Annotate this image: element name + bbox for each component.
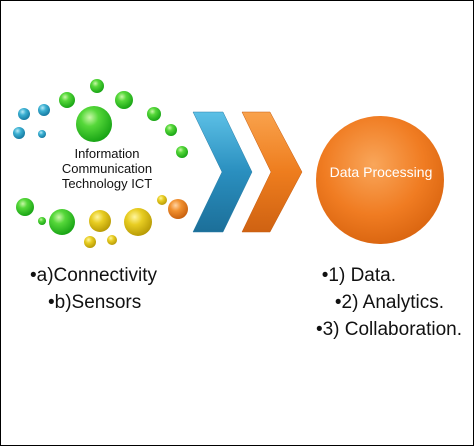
processing-bullet-list: •1) Data. •2) Analytics. •3) Collaborati… [316,262,462,343]
ict-bullet-item: •b)Sensors [48,292,142,313]
ict-label-line: Information [74,146,140,161]
processing-bullet-item: •1) Data. [321,265,396,286]
bubble-yellow-large [124,208,152,236]
data-processing-label: Data Processing [329,164,433,180]
ict-label: Information Communication Technology ICT [48,146,166,191]
bubble-green-large [76,106,112,142]
ict-bullet-list: •a)Connectivity •b)Sensors [30,262,157,316]
bubble-green [165,124,177,136]
bubble-yellow [84,236,96,248]
ict-label-line: Communication [61,161,153,176]
processing-bullet-item: •3) Collaboration. [315,319,462,340]
bubble-orange [168,199,188,219]
bubble-yellow [89,210,111,232]
bubble-teal [38,130,46,138]
bubble-teal [38,104,50,116]
bubble-green-large [49,209,75,235]
chevron-arrow-orange [241,111,303,233]
chevron-arrow-blue [192,111,253,233]
bubble-yellow [107,235,117,245]
ict-label-line: Technology ICT [61,176,153,191]
bubble-green [147,107,161,121]
data-processing-circle [316,116,444,244]
ict-bubble-ring [13,79,188,248]
bubble-green [90,79,104,93]
bubble-teal [18,108,30,120]
processing-bullet-item: •2) Analytics. [334,292,444,313]
bubble-green [16,198,34,216]
bubble-yellow [157,195,167,205]
bubble-green [115,91,133,109]
bubble-green [176,146,188,158]
bubble-teal [13,127,25,139]
bubble-green [38,217,46,225]
bubble-green [59,92,75,108]
ict-bullet-item: •a)Connectivity [30,265,158,286]
